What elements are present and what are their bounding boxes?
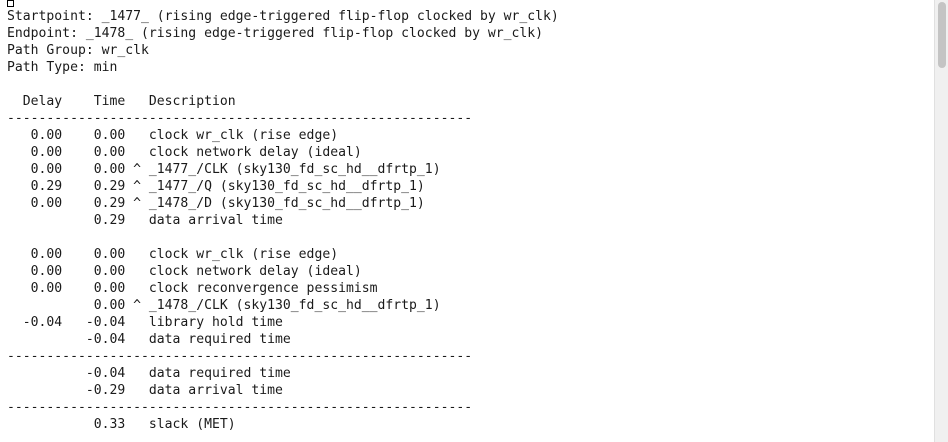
- report-line: -0.04 data required time: [7, 366, 291, 381]
- vertical-scrollbar[interactable]: [934, 0, 948, 442]
- text-cursor: [7, 0, 14, 7]
- scrollbar-thumb[interactable]: [938, 2, 946, 68]
- report-line: 0.00 ^ _1478_/CLK (sky130_fd_sc_hd__dfrt…: [7, 298, 441, 313]
- report-line: Delay Time Description: [7, 94, 236, 109]
- report-line: [7, 229, 559, 246]
- report-line: 0.00 0.00 clock wr_clk (rise edge): [7, 128, 339, 143]
- report-line: Path Type: min: [7, 60, 118, 75]
- report-line: -0.04 -0.04 library hold time: [7, 315, 283, 330]
- report-line: 0.00 0.00 clock reconvergence pessimism: [7, 281, 378, 296]
- timing-report-text: Startpoint: _1477_ (rising edge-triggere…: [7, 8, 559, 433]
- report-line: [7, 76, 559, 93]
- report-line: Startpoint: _1477_ (rising edge-triggere…: [7, 9, 559, 24]
- report-line: 0.33 slack (MET): [7, 417, 236, 432]
- report-line: -0.29 data arrival time: [7, 383, 283, 398]
- report-line: 0.00 0.00 clock network delay (ideal): [7, 264, 362, 279]
- report-line: ----------------------------------------…: [7, 349, 473, 364]
- report-line: Path Group: wr_clk: [7, 43, 149, 58]
- report-line: Endpoint: _1478_ (rising edge-triggered …: [7, 26, 544, 41]
- report-line: 0.29 0.29 ^ _1477_/Q (sky130_fd_sc_hd__d…: [7, 179, 425, 194]
- report-line: 0.00 0.29 ^ _1478_/D (sky130_fd_sc_hd__d…: [7, 196, 425, 211]
- report-line: -0.04 data required time: [7, 332, 291, 347]
- report-line: ----------------------------------------…: [7, 400, 473, 415]
- report-line: 0.00 0.00 ^ _1477_/CLK (sky130_fd_sc_hd_…: [7, 162, 441, 177]
- report-line: ----------------------------------------…: [7, 111, 473, 126]
- report-line: 0.00 0.00 clock network delay (ideal): [7, 145, 362, 160]
- report-line: 0.29 data arrival time: [7, 213, 283, 228]
- report-line: 0.00 0.00 clock wr_clk (rise edge): [7, 247, 339, 262]
